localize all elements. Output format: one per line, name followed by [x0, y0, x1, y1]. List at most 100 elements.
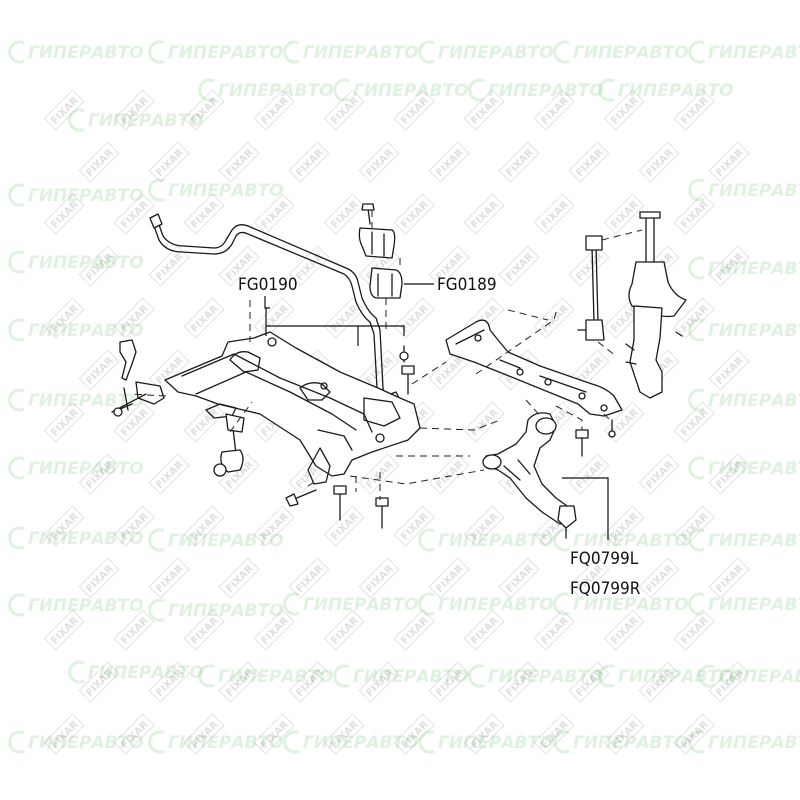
watermark-logo: ГИПЕРАВТО [698, 664, 800, 688]
svg-text:ГИПЕРАВТО: ГИПЕРАВТО [573, 43, 689, 63]
watermark-logo: ГИПЕРАВТО [418, 730, 554, 754]
svg-text:ГИПЕРАВТО: ГИПЕРАВТО [28, 43, 144, 63]
svg-text:ГИПЕРАВТО: ГИПЕРАВТО [28, 459, 144, 479]
svg-text:FIXAR: FIXAR [49, 615, 81, 647]
stabilizer-link-right [577, 235, 605, 341]
watermark-stamp: FIXAR [148, 557, 190, 599]
svg-text:FIXAR: FIXAR [644, 563, 676, 595]
watermark-stamp: FIXAR [288, 557, 330, 599]
watermark-stamp: FIXAR [78, 349, 120, 391]
svg-text:FIXAR: FIXAR [679, 407, 711, 439]
label-fg0190: FG0190 [238, 275, 298, 295]
svg-text:ГИПЕРАВТО: ГИПЕРАВТО [88, 663, 204, 683]
watermark-stamp: FIXAR [183, 89, 225, 131]
watermark-logo: ГИПЕРАВТО [148, 178, 284, 202]
watermark-logo: ГИПЕРАВТО [598, 664, 734, 688]
svg-text:FIXAR: FIXAR [679, 303, 711, 335]
watermark-logo: ГИПЕРАВТО [688, 178, 800, 202]
svg-text:ГИПЕРАВТО: ГИПЕРАВТО [708, 459, 800, 479]
svg-text:ГИПЕРАВТО: ГИПЕРАВТО [303, 595, 419, 615]
watermark-logo: ГИПЕРАВТО [688, 388, 800, 412]
svg-text:FIXAR: FIXAR [574, 459, 606, 491]
svg-text:FIXAR: FIXAR [119, 407, 151, 439]
svg-text:ГИПЕРАВТО: ГИПЕРАВТО [218, 81, 334, 101]
watermark-stamp: FIXAR [568, 141, 610, 183]
watermark-stamp: FIXAR [183, 297, 225, 339]
svg-text:FIXAR: FIXAR [679, 199, 711, 231]
subframe-bolts [285, 345, 415, 529]
svg-text:ГИПЕРАВТО: ГИПЕРАВТО [303, 43, 419, 63]
svg-text:FIXAR: FIXAR [364, 147, 396, 179]
svg-text:ГИПЕРАВТО: ГИПЕРАВТО [168, 733, 284, 753]
svg-text:FIXAR: FIXAR [539, 615, 571, 647]
svg-text:FIXAR: FIXAR [434, 459, 466, 491]
svg-text:FIXAR: FIXAR [294, 147, 326, 179]
watermark-stamp: FIXAR [323, 193, 365, 235]
svg-text:FIXAR: FIXAR [644, 147, 676, 179]
svg-text:FIXAR: FIXAR [399, 199, 431, 231]
svg-text:ГИПЕРАВТО: ГИПЕРАВТО [718, 667, 800, 687]
watermark-logo: ГИПЕРАВТО [468, 664, 604, 688]
svg-text:ГИПЕРАВТО: ГИПЕРАВТО [708, 43, 800, 63]
watermark-stamp: FIXAR [218, 557, 260, 599]
watermark-logo: ГИПЕРАВТО [688, 592, 800, 616]
svg-text:FIXAR: FIXAR [574, 147, 606, 179]
svg-text:FIXAR: FIXAR [539, 199, 571, 231]
watermark-stamp: FIXAR [393, 505, 435, 547]
watermark-stamp: FIXAR [358, 141, 400, 183]
svg-text:FIXAR: FIXAR [434, 563, 466, 595]
watermark-stamp: FIXAR [323, 505, 365, 547]
svg-text:FIXAR: FIXAR [84, 563, 116, 595]
svg-text:FIXAR: FIXAR [434, 355, 466, 387]
svg-text:ГИПЕРАВТО: ГИПЕРАВТО [438, 733, 554, 753]
watermark-stamp: FIXAR [183, 401, 225, 443]
svg-text:ГИПЕРАВТО: ГИПЕРАВТО [488, 667, 604, 687]
label-fg0189: FG0189 [437, 275, 497, 295]
watermark-stamp: FIXAR [358, 557, 400, 599]
watermark-stamp: FIXAR [708, 557, 750, 599]
svg-text:ГИПЕРАВТО: ГИПЕРАВТО [303, 733, 419, 753]
watermark-logo: ГИПЕРАВТО [688, 730, 800, 754]
watermark-logo: ГИПЕРАВТО [688, 528, 800, 552]
watermark-logo: ГИПЕРАВТО [148, 730, 284, 754]
watermark-logo: ГИПЕРАВТО [8, 730, 144, 754]
svg-text:FIXAR: FIXAR [329, 199, 361, 231]
svg-text:FIXAR: FIXAR [154, 459, 186, 491]
svg-text:FIXAR: FIXAR [434, 147, 466, 179]
watermark-logo: ГИПЕРАВТО [418, 592, 554, 616]
svg-text:ГИПЕРАВТО: ГИПЕРАВТО [573, 595, 689, 615]
svg-text:FIXAR: FIXAR [119, 615, 151, 647]
svg-text:ГИПЕРАВТО: ГИПЕРАВТО [438, 595, 554, 615]
svg-text:FIXAR: FIXAR [469, 615, 501, 647]
svg-text:FIXAR: FIXAR [714, 563, 746, 595]
lower-control-arm [482, 412, 577, 539]
svg-text:ГИПЕРАВТО: ГИПЕРАВТО [438, 43, 554, 63]
svg-text:ГИПЕРАВТО: ГИПЕРАВТО [168, 181, 284, 201]
watermark-logo: ГИПЕРАВТО [418, 40, 554, 64]
watermark-logo: ГИПЕРАВТО [8, 526, 144, 550]
watermark-logo: ГИПЕРАВТО [8, 40, 144, 64]
callout-leaders [264, 283, 609, 540]
svg-text:ГИПЕРАВТО: ГИПЕРАВТО [168, 43, 284, 63]
svg-text:FIXAR: FIXAR [469, 407, 501, 439]
svg-text:FIXAR: FIXAR [294, 563, 326, 595]
svg-text:FIXAR: FIXAR [259, 303, 291, 335]
watermark-logo: ГИПЕРАВТО [333, 78, 469, 102]
watermark-logo: ГИПЕРАВТО [688, 40, 800, 64]
watermark-logo: ГИПЕРАВТО [553, 528, 689, 552]
watermark-stamp: FIXAR [253, 297, 295, 339]
svg-text:ГИПЕРАВТО: ГИПЕРАВТО [708, 321, 800, 341]
watermark-stamp: FIXAR [533, 193, 575, 235]
watermark-stamp: FIXAR [428, 557, 470, 599]
watermark-stamp: FIXAR [218, 141, 260, 183]
left-bracket [111, 339, 165, 417]
svg-text:FIXAR: FIXAR [609, 199, 641, 231]
watermark-stamp: FIXAR [288, 141, 330, 183]
watermark-stamp: FIXAR [393, 609, 435, 651]
svg-text:FIXAR: FIXAR [189, 199, 221, 231]
svg-text:ГИПЕРАВТО: ГИПЕРАВТО [708, 259, 800, 279]
watermark-logo: ГИПЕРАВТО [688, 456, 800, 480]
stabilizer-link-left [213, 413, 245, 477]
front-crossmember [445, 319, 623, 417]
svg-text:ГИПЕРАВТО: ГИПЕРАВТО [618, 667, 734, 687]
